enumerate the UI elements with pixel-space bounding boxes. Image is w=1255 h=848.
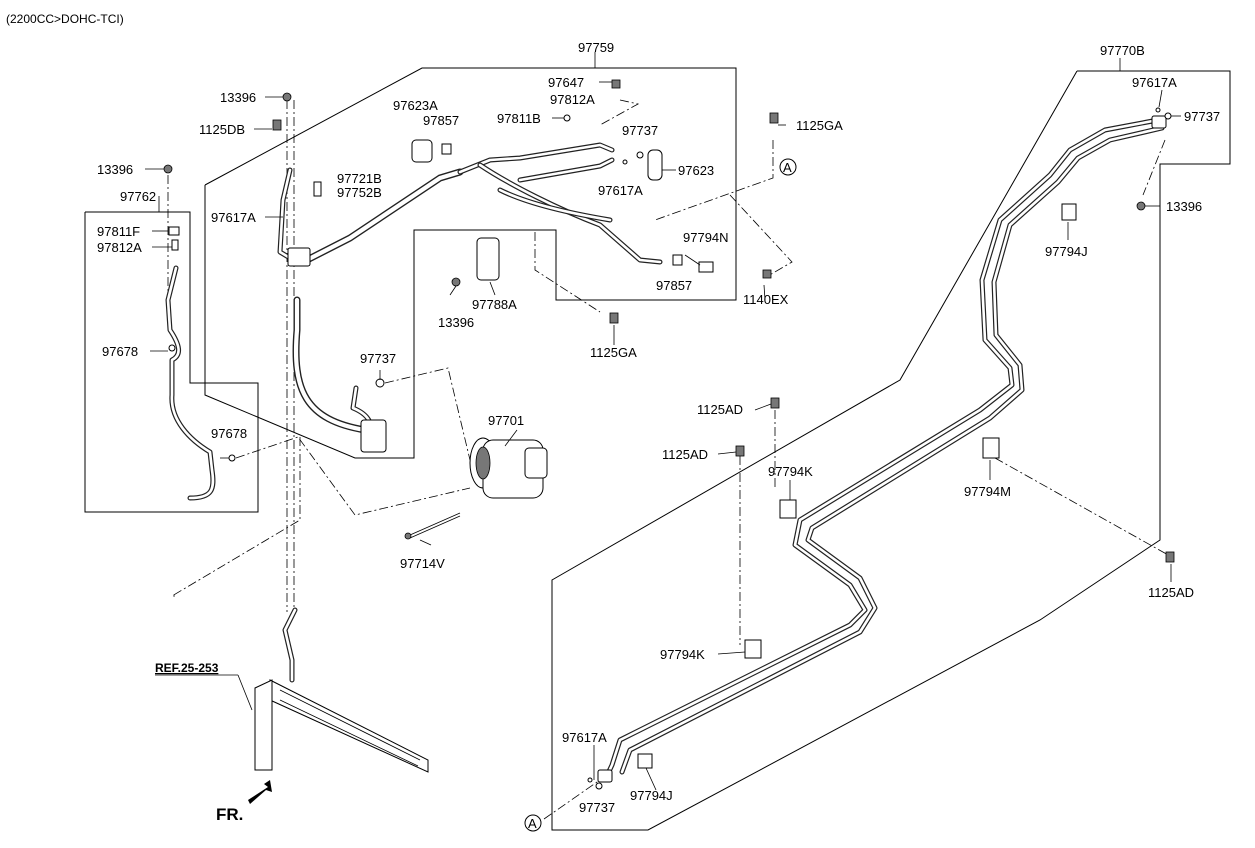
label-97617a-right: 97617A bbox=[1132, 75, 1177, 90]
callout-a-bottom-circle bbox=[524, 814, 542, 832]
label-97737-bottom: 97737 bbox=[579, 800, 615, 815]
label-13396-right: 13396 bbox=[1166, 199, 1202, 214]
engine-spec-header: (2200CC>DOHC-TCI) bbox=[6, 12, 124, 26]
bracket-97623a bbox=[411, 139, 433, 163]
label-97617a-mid: 97617A bbox=[598, 183, 643, 198]
label-97811b: 97811B bbox=[497, 111, 541, 126]
bracket-97794j-upper bbox=[1061, 203, 1077, 221]
bracket-97794n bbox=[698, 261, 714, 273]
label-97857-right: 97857 bbox=[656, 278, 692, 293]
label-97794m: 97794M bbox=[964, 484, 1011, 499]
callout-a-bottom: A bbox=[528, 816, 537, 831]
compressor-97701 bbox=[469, 437, 548, 499]
label-97770b: 97770B bbox=[1100, 43, 1145, 58]
label-1125ga-mid: 1125GA bbox=[590, 345, 637, 360]
frame-97762 bbox=[84, 211, 259, 513]
label-97678-upper: 97678 bbox=[102, 344, 138, 359]
label-97812a-top: 97812A bbox=[550, 92, 595, 107]
bracket-97794m bbox=[982, 437, 1000, 459]
callout-a-top: A bbox=[783, 160, 792, 175]
label-97762: 97762 bbox=[120, 189, 156, 204]
fitting-97770b-bottom bbox=[597, 769, 613, 783]
label-97794j-lower: 97794J bbox=[630, 788, 673, 803]
label-97701: 97701 bbox=[488, 413, 524, 428]
label-97647: 97647 bbox=[548, 75, 584, 90]
label-97857-top: 97857 bbox=[423, 113, 459, 128]
frame-97770b bbox=[551, 70, 1231, 831]
label-97811f: 97811F bbox=[97, 224, 140, 239]
bracket-97794k-lower bbox=[744, 639, 762, 659]
label-97794k-lower: 97794K bbox=[660, 647, 705, 662]
label-97617a-bottom: 97617A bbox=[562, 730, 607, 745]
part-labels: 97759 97647 97812A 97811B 97623A 97857 9… bbox=[97, 40, 1220, 815]
label-13396-center: 13396 bbox=[438, 315, 474, 330]
label-97678-lower: 97678 bbox=[211, 426, 247, 441]
label-97752b: 97752B bbox=[337, 185, 382, 200]
callout-a-top-circle bbox=[779, 158, 797, 176]
front-label: FR. bbox=[216, 805, 243, 824]
label-13396-top: 13396 bbox=[220, 90, 256, 105]
bracket-97794j-lower bbox=[637, 753, 653, 769]
frame-97759 bbox=[204, 67, 737, 459]
label-97714v: 97714V bbox=[400, 556, 445, 571]
label-97623a: 97623A bbox=[393, 98, 438, 113]
label-1125ad-a: 1125AD bbox=[697, 402, 743, 417]
label-97812a-left: 97812A bbox=[97, 240, 142, 255]
valve-97721b bbox=[313, 181, 322, 197]
label-97794j-upper: 97794J bbox=[1045, 244, 1088, 259]
suction-hose-assembly bbox=[277, 142, 663, 434]
label-97623: 97623 bbox=[678, 163, 714, 178]
label-97737-top: 97737 bbox=[622, 123, 658, 138]
bolt-97714v bbox=[404, 512, 461, 540]
label-97794k-upper: 97794K bbox=[768, 464, 813, 479]
cap-97857-right bbox=[672, 254, 683, 266]
label-1125db: 1125DB bbox=[199, 122, 245, 137]
ref-label: REF.25-253 bbox=[155, 661, 219, 675]
label-1125ad-c: 1125AD bbox=[1148, 585, 1194, 600]
label-97737-right: 97737 bbox=[1184, 109, 1220, 124]
compressor-fitting bbox=[360, 419, 387, 453]
label-1125ga-top: 1125GA bbox=[796, 118, 843, 133]
cap-97857-top bbox=[441, 143, 452, 155]
front-arrow-icon bbox=[248, 780, 272, 804]
label-97788a: 97788A bbox=[472, 297, 517, 312]
label-1140ex: 1140EX bbox=[743, 292, 789, 307]
hose-block-fitting bbox=[287, 247, 311, 267]
label-97721b: 97721B bbox=[337, 171, 382, 186]
label-97794n: 97794N bbox=[683, 230, 729, 245]
label-97759: 97759 bbox=[578, 40, 614, 55]
muffler-97788a bbox=[476, 237, 500, 281]
liquid-pipe-97770b bbox=[602, 117, 1165, 783]
fasteners bbox=[163, 79, 1175, 790]
leader-lines bbox=[145, 52, 1181, 791]
label-97617a-left: 97617A bbox=[211, 210, 256, 225]
receiver-97623 bbox=[647, 149, 663, 181]
liquid-pipe-97762 bbox=[165, 265, 216, 501]
condenser-ref bbox=[254, 607, 429, 773]
bracket-97794k-upper bbox=[779, 499, 797, 519]
fitting-97770b-top bbox=[1151, 115, 1167, 129]
label-1125ad-b: 1125AD bbox=[662, 447, 708, 462]
label-97737-mid: 97737 bbox=[360, 351, 396, 366]
label-13396-left: 13396 bbox=[97, 162, 133, 177]
